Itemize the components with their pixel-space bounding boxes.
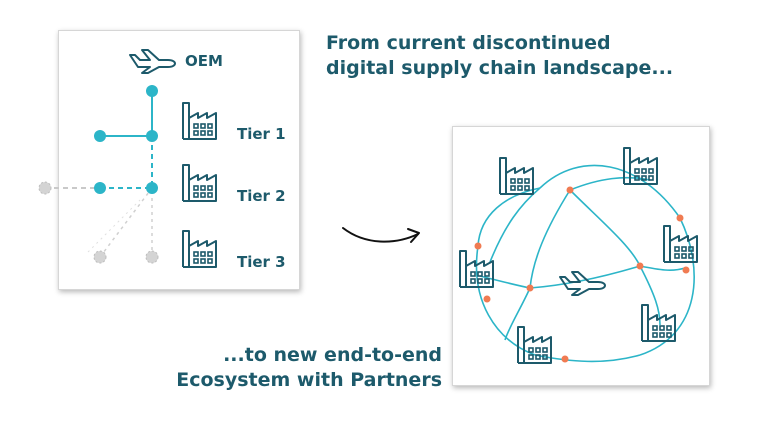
tier2-label: Tier 2	[237, 187, 286, 205]
connector-point	[474, 242, 482, 250]
new-heading-line-1: ...to new end-to-end	[223, 344, 442, 366]
tier1-node-left	[94, 130, 106, 142]
connector-point	[682, 266, 690, 274]
oem-node	[146, 85, 158, 97]
current-landscape-panel	[58, 30, 300, 290]
connector-point	[483, 295, 491, 303]
tier1-node-right	[146, 130, 158, 142]
tier3-label: Tier 3	[237, 253, 286, 271]
inactive-node-far-left	[38, 181, 52, 195]
tier3-node-left	[93, 250, 107, 264]
tier3-node-right	[145, 250, 159, 264]
current-heading-line-2: digital supply chain landscape...	[326, 57, 674, 79]
new-ecosystem-heading: ...to new end-to-end Ecosystem with Part…	[160, 343, 442, 393]
tier1-label: Tier 1	[237, 125, 286, 143]
oem-label: OEM	[185, 52, 223, 70]
connector-point	[526, 284, 534, 292]
ecosystem-panel	[452, 126, 710, 386]
connector-point	[676, 214, 684, 222]
connector-point	[566, 186, 574, 194]
tier2-node-left	[94, 182, 106, 194]
new-heading-line-2: Ecosystem with Partners	[176, 369, 442, 391]
connector-point	[636, 262, 644, 270]
connector-point	[561, 355, 569, 363]
tier2-node-right	[146, 182, 158, 194]
current-landscape-heading: From current discontinued digital supply…	[326, 31, 746, 81]
current-heading-line-1: From current discontinued	[326, 32, 611, 54]
